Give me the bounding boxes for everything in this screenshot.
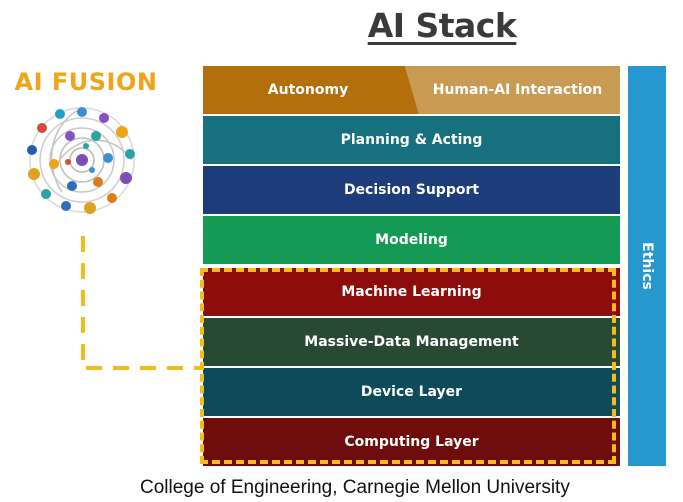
layer-autonomy: Autonomy <box>267 82 349 98</box>
top-layer-shapes <box>203 66 620 114</box>
ethics-label: Ethics <box>639 242 655 290</box>
layer-massive-data-management: Massive-Data Management <box>203 318 620 366</box>
layer-computing: Computing Layer <box>203 418 620 466</box>
layer-human-ai-interaction: Human-AI Interaction <box>432 82 603 98</box>
layer-planning-acting: Planning & Acting <box>203 116 620 164</box>
layer-modeling: Modeling <box>203 216 620 264</box>
ai-fusion-title: AI FUSION <box>14 68 158 96</box>
layer-machine-learning: Machine Learning <box>203 268 620 316</box>
footer-credit: College of Engineering, Carnegie Mellon … <box>140 477 570 498</box>
page-title: AI Stack <box>367 6 517 45</box>
layer-device: Device Layer <box>203 368 620 416</box>
ethics-bar: Ethics <box>628 66 666 466</box>
layer-decision-support: Decision Support <box>203 166 620 214</box>
top-layer: Autonomy Human-AI Interaction <box>203 66 620 114</box>
ai-fusion-logo-icon <box>27 107 135 214</box>
